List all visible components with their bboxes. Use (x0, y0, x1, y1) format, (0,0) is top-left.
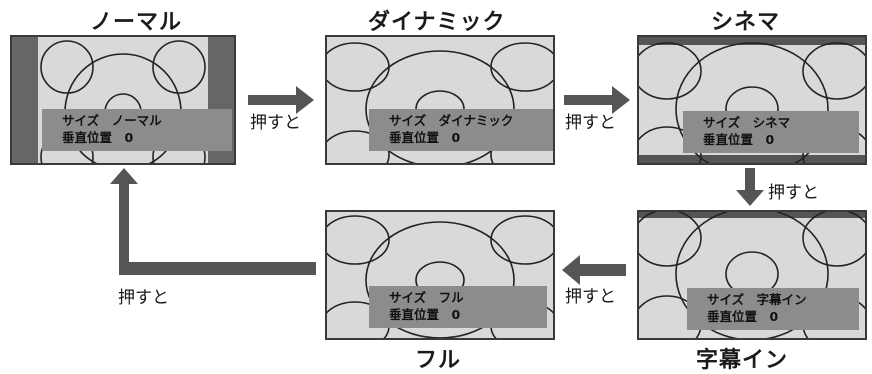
osd-panel: サイズ ノーマル 垂直位置 0 (42, 109, 232, 151)
osd-panel: サイズ 字幕イン 垂直位置 0 (687, 288, 859, 330)
osd-size: サイズ ダイナミック (389, 113, 514, 128)
arrow-right-2 (564, 86, 630, 114)
screen-full: サイズ フル 垂直位置 0 (325, 210, 555, 340)
arrow-left (562, 255, 626, 285)
osd-size: サイズ ノーマル (62, 113, 162, 128)
push-label: 押すと (565, 113, 616, 133)
screen-subtitle: サイズ 字幕イン 垂直位置 0 (637, 210, 867, 340)
osd-vpos: 垂直位置 0 (62, 130, 134, 145)
osd-vpos: 垂直位置 0 (703, 132, 775, 147)
title-normal: ノーマル (90, 10, 183, 35)
arrow-down (736, 168, 764, 206)
osd-panel: サイズ シネマ 垂直位置 0 (683, 111, 859, 153)
push-label: 押すと (768, 183, 819, 203)
screen-dynamic: サイズ ダイナミック 垂直位置 0 (325, 35, 555, 165)
osd-vpos: 垂直位置 0 (389, 130, 461, 145)
osd-size: サイズ フル (389, 290, 464, 305)
push-label: 押すと (250, 113, 301, 133)
osd-panel: サイズ フル 垂直位置 0 (369, 286, 547, 328)
title-subtitle: 字幕イン (696, 348, 789, 373)
osd-panel: サイズ ダイナミック 垂直位置 0 (369, 109, 553, 151)
push-label: 押すと (565, 287, 616, 307)
arrow-right-1 (248, 86, 314, 114)
osd-size: サイズ 字幕イン (707, 292, 807, 307)
title-full: フル (415, 348, 462, 373)
screen-normal: サイズ ノーマル 垂直位置 0 (10, 35, 236, 165)
title-dynamic: ダイナミック (368, 10, 506, 35)
push-label: 押すと (118, 288, 169, 308)
arrow-return (110, 168, 316, 275)
screen-cinema: サイズ シネマ 垂直位置 0 (637, 35, 867, 165)
osd-vpos: 垂直位置 0 (389, 307, 461, 322)
title-cinema: シネマ (711, 10, 781, 35)
osd-size: サイズ シネマ (703, 115, 791, 130)
osd-vpos: 垂直位置 0 (707, 309, 779, 324)
